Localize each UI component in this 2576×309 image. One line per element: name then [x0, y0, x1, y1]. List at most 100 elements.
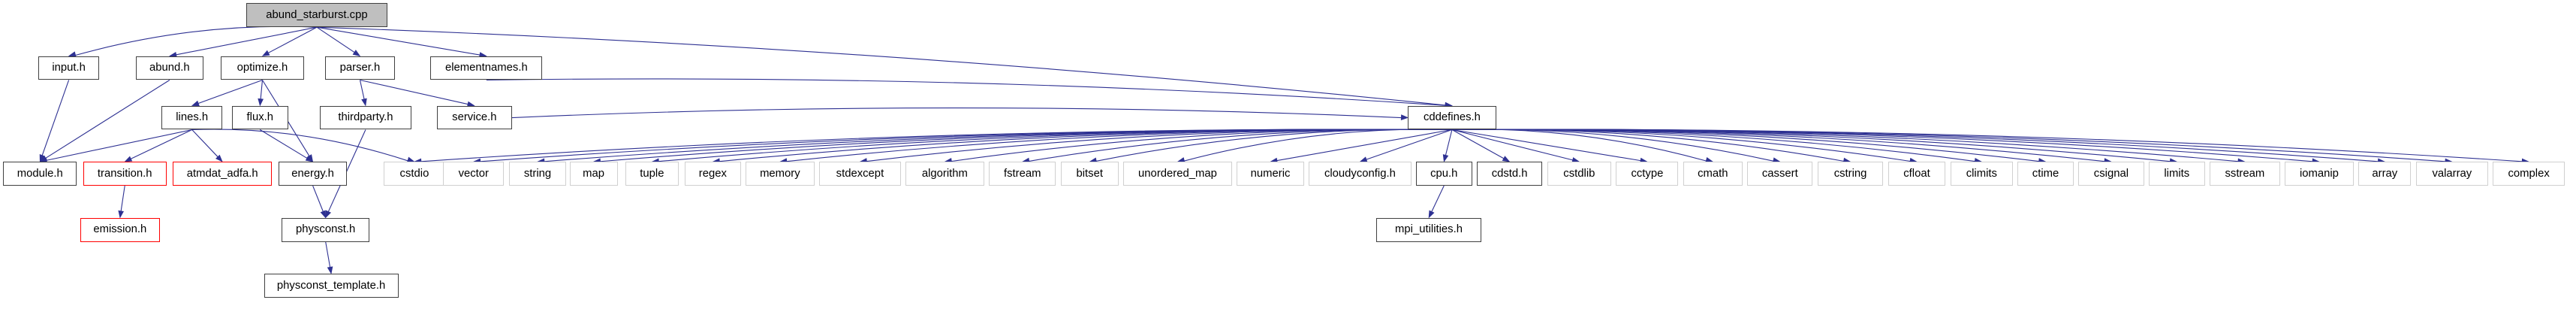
graph-node-abund-h[interactable]: abund.h — [136, 56, 203, 80]
edge-arrowhead — [1400, 114, 1409, 120]
graph-node-unordered-map[interactable]: unordered_map — [1123, 162, 1232, 186]
graph-node-string[interactable]: string — [508, 162, 567, 186]
graph-node-thirdparty-h[interactable]: thirdparty.h — [320, 105, 411, 130]
edge-arrowhead — [305, 155, 314, 162]
graph-node-mpi-utilities-h[interactable]: mpi_utilities.h — [1375, 217, 1482, 242]
edge-arrowhead — [1442, 154, 1449, 162]
graph-node-optimize-h[interactable]: optimize.h — [221, 56, 304, 80]
edge-cddefines-h-to-cstdlib — [1451, 129, 1573, 161]
edge-cddefines-h-to-cpu-h — [1445, 129, 1453, 156]
edge-elementnames-h-to-cddefines-h — [486, 78, 1445, 106]
edge-cpu-h-to-mpi-utilities-h — [1431, 185, 1445, 212]
graph-node-vector[interactable]: vector — [443, 162, 505, 186]
edge-arrowhead — [215, 154, 223, 162]
graph-node-parser-h[interactable]: parser.h — [324, 56, 396, 80]
edge-arrowhead — [1428, 210, 1435, 219]
edge-cddefines-h-to-climits — [1451, 129, 1975, 162]
graph-node-memory[interactable]: memory — [746, 162, 815, 186]
graph-node-ctime[interactable]: ctime — [2017, 162, 2074, 186]
edge-cddefines-h-to-bitset — [1096, 129, 1452, 162]
edge-abund-starburst-cpp-to-elementnames-h — [316, 26, 481, 56]
graph-node-emission-h[interactable]: emission.h — [80, 217, 161, 242]
edge-arrowhead — [261, 50, 270, 56]
edge-arrowhead — [118, 210, 125, 219]
graph-node-abund-starburst-cpp[interactable]: abund_starburst.cpp — [246, 3, 387, 28]
edge-cddefines-h-to-regex — [719, 129, 1452, 162]
graph-node-algorithm[interactable]: algorithm — [905, 162, 984, 186]
edge-lines-h-to-transition-h — [131, 129, 192, 159]
edge-arrowhead — [361, 98, 367, 107]
edge-cddefines-h-to-numeric — [1276, 129, 1453, 162]
graph-node-energy-h[interactable]: energy.h — [278, 162, 348, 186]
graph-node-cstdio[interactable]: cstdio — [384, 162, 445, 186]
graph-node-complex[interactable]: complex — [2493, 162, 2565, 186]
graph-node-limits[interactable]: limits — [2149, 162, 2205, 186]
graph-node-cstdlib[interactable]: cstdlib — [1547, 162, 1611, 186]
edge-optimize-h-to-flux-h — [260, 80, 264, 99]
graph-node-cpu-h[interactable]: cpu.h — [1415, 162, 1472, 186]
graph-node-csignal[interactable]: csignal — [2078, 162, 2144, 186]
edge-cddefines-h-to-cctype — [1451, 129, 1641, 162]
edge-cddefines-h-to-cmath — [1451, 129, 1707, 162]
edge-cddefines-h-to-cdstd-h — [1451, 129, 1505, 159]
graph-node-elementnames-h[interactable]: elementnames.h — [430, 56, 543, 80]
edge-parser-h-to-thirdparty-h — [359, 80, 365, 99]
edge-cddefines-h-to-tuple — [658, 129, 1452, 162]
edge-abund-starburst-cpp-to-input-h — [75, 26, 317, 56]
edge-abund-starburst-cpp-to-optimize-h — [268, 26, 318, 53]
edge-cddefines-h-to-cfloat — [1451, 129, 1911, 162]
edge-cddefines-h-to-csignal — [1451, 129, 2104, 162]
graph-node-service-h[interactable]: service.h — [436, 105, 512, 130]
edge-lines-h-to-atmdat-adfa-h — [191, 129, 218, 157]
edge-lines-h-to-module-h — [46, 129, 192, 161]
graph-node-cdstd-h[interactable]: cdstd.h — [1476, 162, 1543, 186]
edge-transition-h-to-emission-h — [120, 185, 125, 211]
edge-arrowhead — [306, 154, 314, 162]
graph-node-iomanip[interactable]: iomanip — [2285, 162, 2354, 186]
graph-node-regex[interactable]: regex — [685, 162, 741, 186]
edge-service-h-to-cddefines-h — [511, 107, 1402, 119]
graph-node-physconst-h[interactable]: physconst.h — [282, 217, 370, 242]
graph-node-valarray[interactable]: valarray — [2415, 162, 2488, 186]
edge-arrowhead — [258, 98, 264, 107]
edge-cddefines-h-to-memory — [786, 129, 1452, 162]
edge-cddefines-h-to-cloudyconfig-h — [1366, 129, 1453, 160]
graph-node-cddefines-h[interactable]: cddefines.h — [1408, 105, 1496, 130]
edge-cddefines-h-to-sstream — [1451, 129, 2238, 162]
graph-node-tuple[interactable]: tuple — [625, 162, 679, 186]
graph-node-cstring[interactable]: cstring — [1817, 162, 1884, 186]
edge-arrowhead — [124, 156, 133, 162]
graph-node-climits[interactable]: climits — [1950, 162, 2013, 186]
edge-flux-h-to-energy-h — [260, 129, 308, 159]
graph-node-sstream[interactable]: sstream — [2209, 162, 2280, 186]
graph-node-lines-h[interactable]: lines.h — [161, 105, 223, 130]
graph-node-atmdat-adfa-h[interactable]: atmdat_adfa.h — [173, 162, 273, 186]
edge-abund-starburst-cpp-to-parser-h — [316, 26, 355, 53]
edge-cddefines-h-to-cassert — [1451, 129, 1773, 162]
graph-node-fstream[interactable]: fstream — [988, 162, 1056, 186]
edge-lines-h-to-cstdio — [191, 129, 408, 162]
graph-node-flux-h[interactable]: flux.h — [232, 105, 288, 130]
graph-node-cfloat[interactable]: cfloat — [1888, 162, 1946, 186]
graph-node-map[interactable]: map — [569, 162, 618, 186]
graph-node-bitset[interactable]: bitset — [1060, 162, 1119, 186]
graph-node-transition-h[interactable]: transition.h — [83, 162, 167, 186]
graph-node-module-h[interactable]: module.h — [3, 162, 77, 186]
graph-node-cctype[interactable]: cctype — [1616, 162, 1679, 186]
graph-node-stdexcept[interactable]: stdexcept — [819, 162, 901, 186]
graph-node-numeric[interactable]: numeric — [1237, 162, 1304, 186]
edge-cddefines-h-to-algorithm — [951, 129, 1452, 162]
graph-node-cloudyconfig-h[interactable]: cloudyconfig.h — [1309, 162, 1412, 186]
graph-node-cassert[interactable]: cassert — [1747, 162, 1813, 186]
graph-node-array[interactable]: array — [2358, 162, 2412, 186]
edge-arrowhead — [39, 154, 45, 162]
edge-cddefines-h-to-complex — [1451, 129, 2523, 162]
edge-optimize-h-to-lines-h — [197, 79, 263, 104]
edge-arrowhead — [320, 210, 326, 219]
edge-cddefines-h-to-cstring — [1451, 129, 1844, 162]
graph-node-input-h[interactable]: input.h — [38, 56, 100, 80]
edge-cddefines-h-to-unordered-map — [1184, 129, 1452, 162]
graph-node-cmath[interactable]: cmath — [1683, 162, 1743, 186]
graph-node-physconst-template-h[interactable]: physconst_template.h — [264, 274, 399, 298]
